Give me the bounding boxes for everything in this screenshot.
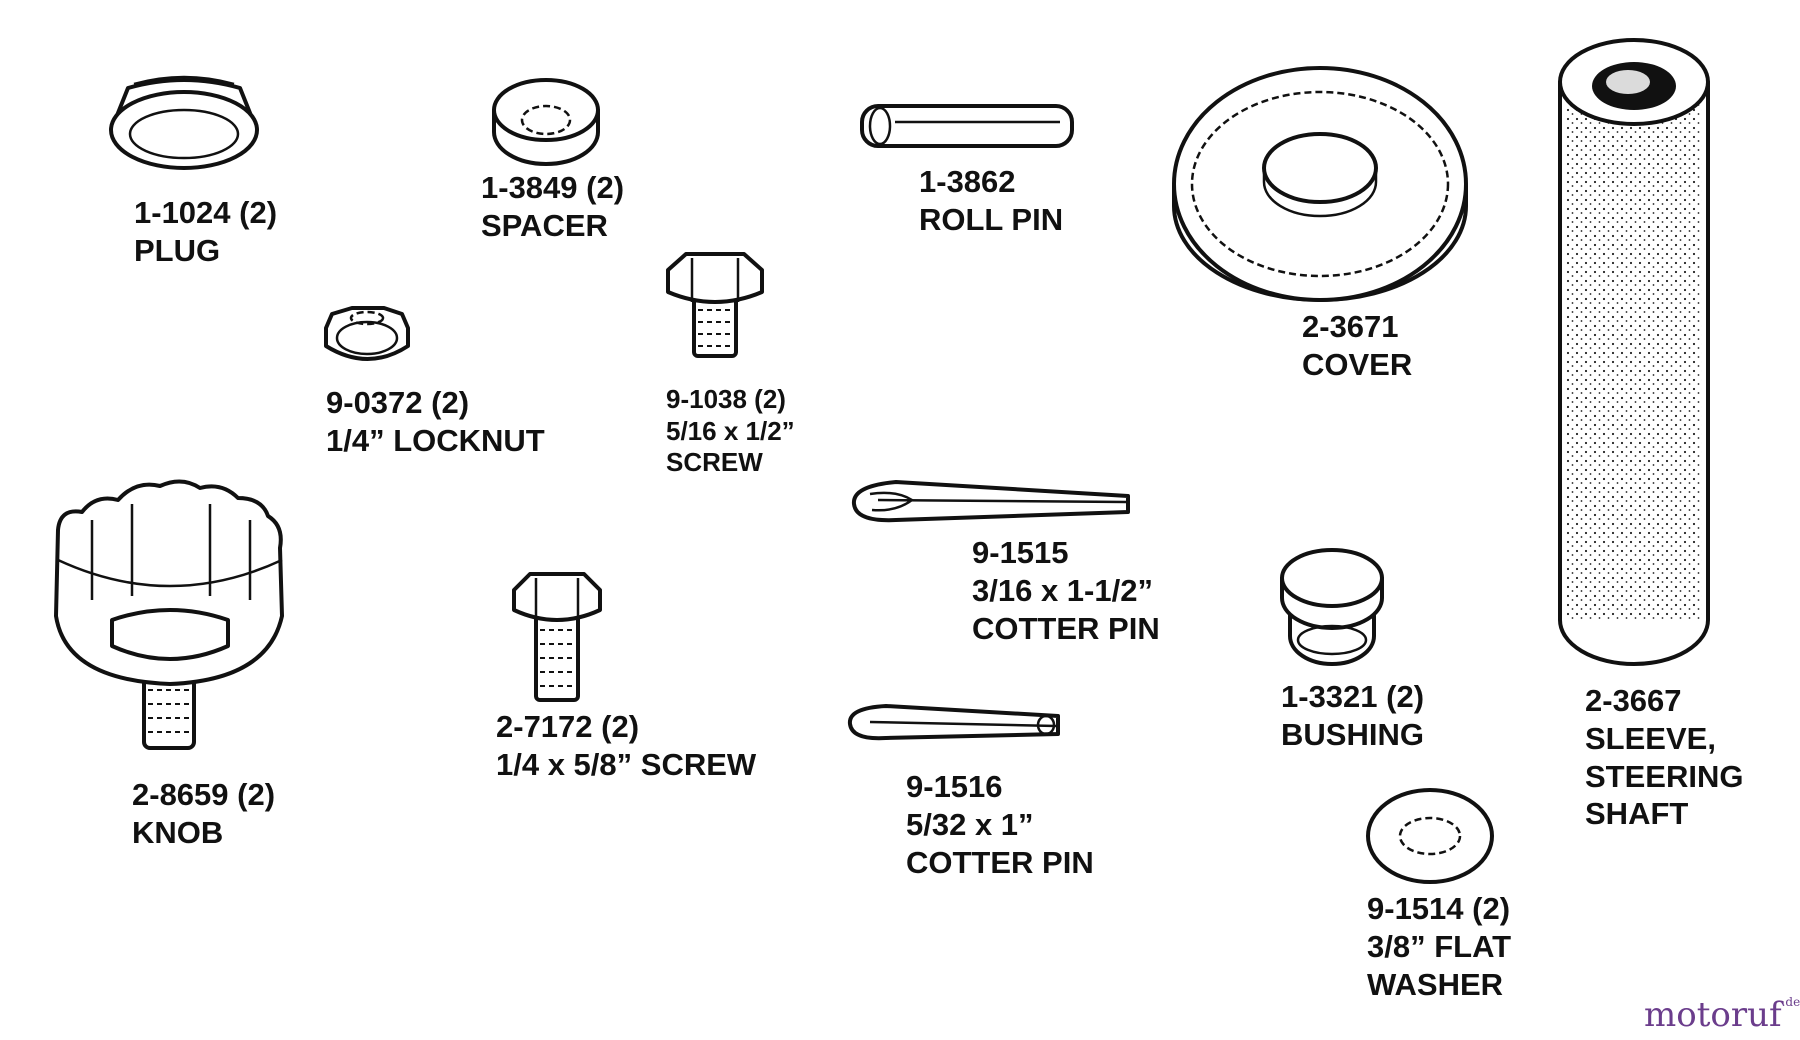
part-description: COTTER PIN — [906, 844, 1094, 880]
knob-drawing — [54, 479, 284, 750]
part-number: 9-1514 (2) — [1367, 891, 1511, 926]
label-knob: 2-8659 (2) KNOB — [132, 776, 275, 852]
label-locknut: 9-0372 (2) 1/4” LOCKNUT — [326, 384, 545, 460]
cotter-pin-large-drawing — [851, 480, 1130, 523]
watermark-suffix: .de — [1781, 995, 1800, 1009]
label-roll-pin: 1-3862 ROLL PIN — [919, 163, 1063, 239]
plug-drawing — [109, 75, 259, 170]
roll-pin-drawing — [860, 104, 1074, 148]
part-number: 1-1024 (2) — [134, 195, 278, 230]
watermark: motoruf.de — [1644, 995, 1800, 1035]
label-cover: 2-3671 COVER — [1302, 308, 1412, 384]
part-description: SHAFT — [1585, 796, 1689, 832]
part-number: 1-3862 — [919, 164, 1016, 199]
part-description: 5/32 x 1” — [906, 806, 1034, 842]
part-description: BUSHING — [1281, 716, 1424, 752]
label-screw: 2-7172 (2) 1/4 x 5/8” SCREW — [496, 708, 756, 784]
part-number: 9-0372 (2) — [326, 385, 470, 420]
part-number: 1-3321 (2) — [1281, 679, 1425, 714]
label-cotter-pin-small: 9-1516 5/32 x 1” COTTER PIN — [906, 768, 1094, 881]
part-number: 2-7172 (2) — [496, 709, 640, 744]
part-description: ROLL PIN — [919, 201, 1064, 237]
part-number: 2-8659 (2) — [132, 777, 276, 812]
part-description: 1/4 x 5/8” SCREW — [496, 746, 757, 782]
label-bushing: 1-3321 (2) BUSHING — [1281, 678, 1424, 754]
part-description: SPACER — [481, 207, 608, 243]
label-washer: 9-1514 (2) 3/8” FLAT WASHER — [1367, 890, 1511, 1003]
small-screw-drawing — [666, 252, 764, 358]
part-description: COTTER PIN — [972, 610, 1160, 646]
label-spacer: 1-3849 (2) SPACER — [481, 169, 624, 245]
washer-drawing — [1366, 788, 1494, 884]
part-number: 2-3671 — [1302, 309, 1399, 344]
part-description: 5/16 x 1/2” — [666, 415, 795, 446]
label-small-screw: 9-1038 (2) 5/16 x 1/2” SCREW — [666, 384, 795, 479]
cotter-pin-small-drawing — [847, 704, 1060, 741]
part-description: COVER — [1302, 346, 1413, 382]
bushing-drawing — [1280, 548, 1384, 666]
label-cotter-pin-large: 9-1515 3/16 x 1-1/2” COTTER PIN — [972, 534, 1160, 647]
part-description: KNOB — [132, 814, 224, 850]
sleeve-drawing — [1558, 38, 1710, 666]
part-number: 1-3849 (2) — [481, 170, 625, 205]
screw-drawing — [512, 572, 602, 702]
part-description: 3/8” FLAT — [1367, 928, 1512, 964]
part-description: 1/4” LOCKNUT — [326, 422, 545, 458]
part-description: WASHER — [1367, 966, 1504, 1002]
part-number: 2-3667 — [1585, 683, 1682, 718]
label-sleeve: 2-3667 SLEEVE, STEERING SHAFT — [1585, 682, 1743, 833]
part-description: PLUG — [134, 232, 221, 268]
part-number: 9-1516 — [906, 769, 1003, 804]
part-description: STEERING — [1585, 758, 1744, 794]
locknut-drawing — [324, 306, 410, 361]
spacer-drawing — [492, 78, 600, 166]
cover-drawing — [1172, 66, 1468, 302]
label-plug: 1-1024 (2) PLUG — [134, 194, 277, 270]
watermark-text: motoruf — [1644, 995, 1782, 1035]
part-description: 3/16 x 1-1/2” — [972, 572, 1153, 608]
part-number: 9-1515 — [972, 535, 1069, 570]
part-description: SCREW — [666, 447, 763, 478]
part-description: SLEEVE, — [1585, 720, 1716, 756]
part-number: 9-1038 (2) — [666, 384, 786, 414]
